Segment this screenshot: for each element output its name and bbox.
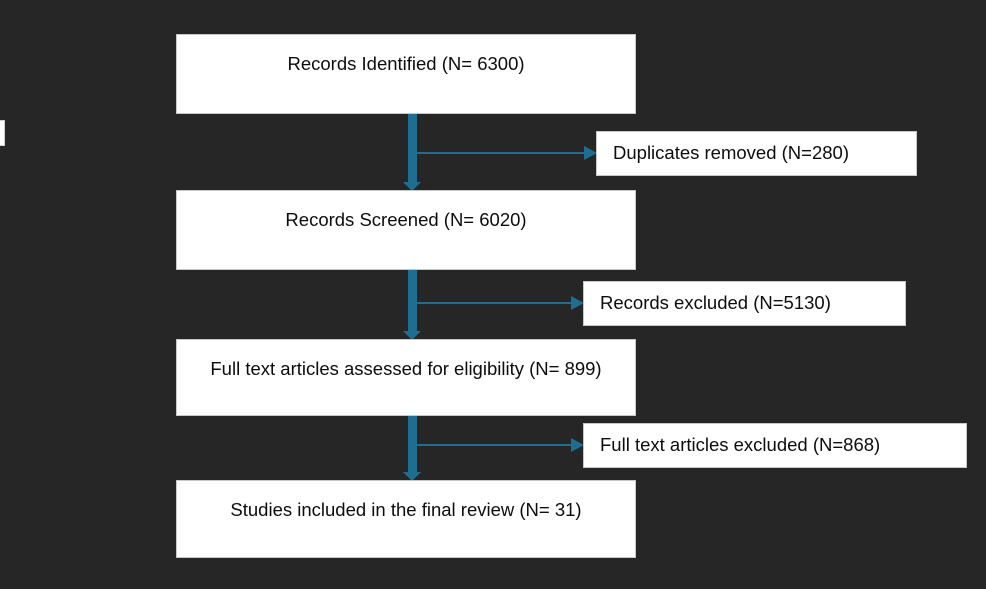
branch-line-1 [412,152,584,154]
box-records-excluded: Records excluded (N=5130) [583,281,906,326]
box-studies-included: Studies included in the final review (N=… [176,480,636,558]
branch-line-3 [412,444,571,446]
branch-arrowhead-right-1 [584,146,597,160]
connector-arrowhead-down-3 [403,472,421,481]
connector-arrowhead-down-1 [403,182,421,191]
box-records-screened-label: Records Screened (N= 6020) [285,209,527,230]
box-full-text-assessed: Full text articles assessed for eligibil… [176,339,636,416]
box-records-identified-label: Records Identified (N= 6300) [287,53,525,74]
box-full-text-excluded: Full text articles excluded (N=868) [583,423,967,468]
branch-arrowhead-right-3 [571,438,584,452]
cropped-edge-artifact [0,120,5,146]
branch-arrowhead-right-2 [571,296,584,310]
box-studies-included-label: Studies included in the final review (N=… [230,499,582,520]
box-records-excluded-label: Records excluded (N=5130) [600,292,831,314]
box-duplicates-removed: Duplicates removed (N=280) [596,131,917,176]
connector-trunk-2 [408,270,417,332]
box-duplicates-removed-label: Duplicates removed (N=280) [613,142,849,164]
box-full-text-assessed-label: Full text articles assessed for eligibil… [210,358,602,379]
box-full-text-excluded-label: Full text articles excluded (N=868) [600,434,881,456]
box-records-identified: Records Identified (N= 6300) [176,34,636,114]
connector-arrowhead-down-2 [403,331,421,340]
branch-line-2 [412,302,571,304]
connector-trunk-1 [408,114,417,183]
box-records-screened: Records Screened (N= 6020) [176,190,636,270]
